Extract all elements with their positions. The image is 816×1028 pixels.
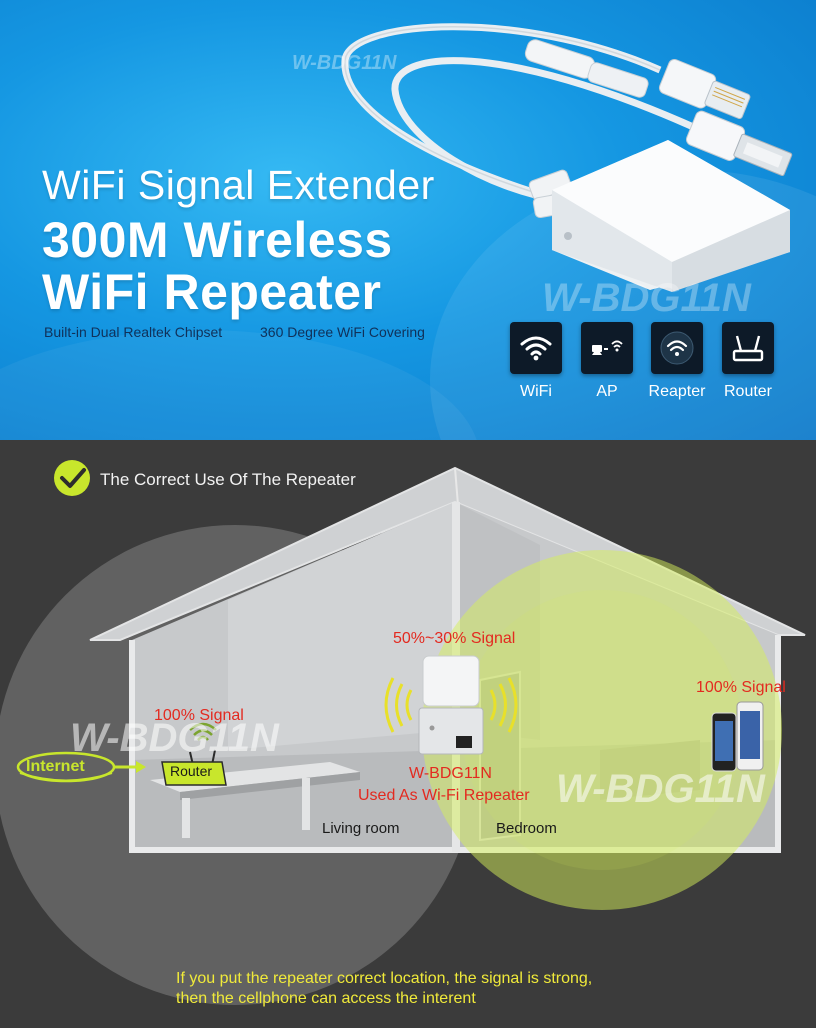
headline-line-1: WiFi Signal Extender — [42, 162, 435, 208]
product-banner: W-BDG11N W-BDG11N WiFi Signal Extender 3… — [0, 0, 816, 440]
repeater-model-label: W-BDG11N — [409, 765, 492, 782]
mode-repeater: Reapter — [649, 322, 705, 401]
router-icon — [722, 322, 774, 374]
feature-coverage: 360 Degree WiFi Covering — [260, 324, 425, 340]
mode-repeater-label: Reapter — [648, 383, 706, 400]
room-bedroom-label: Bedroom — [496, 820, 557, 837]
mode-router: Router — [720, 322, 776, 401]
internet-label: Internet — [26, 758, 85, 775]
mode-router-label: Router — [723, 383, 773, 400]
diagram-title: The Correct Use Of The Repeater — [100, 470, 356, 489]
watermark-left: W-BDG11N — [70, 716, 279, 760]
repeater-icon — [651, 322, 703, 374]
headline-line-3: WiFi Repeater — [42, 264, 382, 320]
repeater-signal-label: 50%~30% Signal — [393, 630, 516, 647]
router-signal-label: 100% Signal — [154, 707, 244, 724]
room-living-label: Living room — [322, 820, 400, 837]
house-diagram — [0, 460, 806, 1005]
repeater-caption: Used As Wi-Fi Repeater — [358, 787, 530, 804]
mode-wifi-label: WiFi — [520, 383, 552, 400]
mode-wifi: WiFi — [508, 322, 564, 401]
wifi-icon — [510, 322, 562, 374]
watermark-large: W-BDG11N — [542, 276, 751, 320]
phone-signal-label: 100% Signal — [696, 679, 786, 696]
feature-chipset: Built-in Dual Realtek Chipset — [44, 324, 223, 340]
footer-note-line-1: If you put the repeater correct location… — [176, 970, 593, 987]
mode-ap: AP — [579, 322, 635, 401]
watermark-small: W-BDG11N — [292, 52, 397, 74]
footer-note-line-2: then the cellphone can access the intere… — [176, 990, 476, 1007]
router-label: Router — [170, 763, 213, 779]
ap-icon — [581, 322, 633, 374]
watermark-right: W-BDG11N — [556, 767, 765, 811]
headline-line-2: 300M Wireless — [42, 212, 393, 268]
mode-ap-label: AP — [596, 383, 618, 400]
repeater-usage-diagram: The Correct Use Of The Repeater W-BDG11N… — [0, 440, 816, 1028]
repeater-product-image — [341, 23, 793, 292]
